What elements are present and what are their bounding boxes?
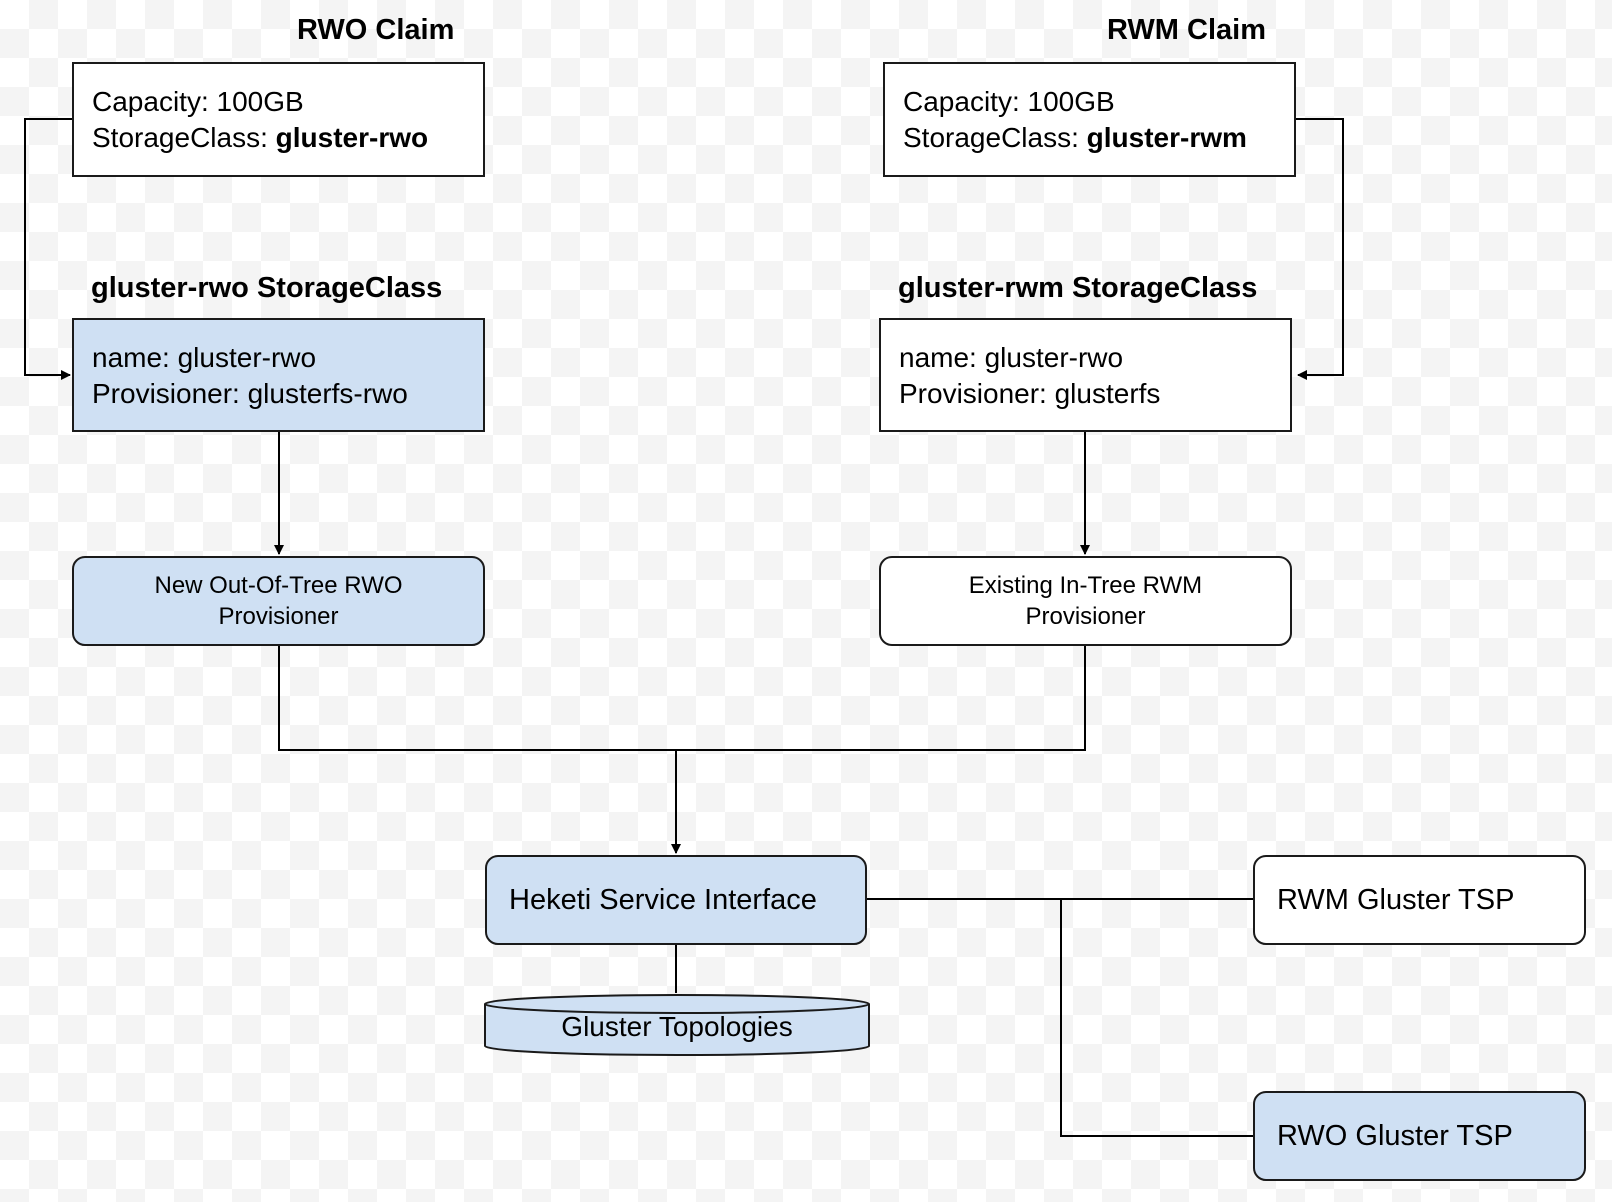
heketi-service-label: Heketi Service Interface [509,884,817,916]
rwm-provisioner-line1: Existing In-Tree RWM [968,572,1203,599]
connector-rwm-claim-to-storageclass [1296,118,1344,380]
rwm-storageclass-box: name: gluster-rwo Provisioner: glusterfs [879,318,1292,432]
rwm-storageclass-name: name: gluster-rwo [899,342,1124,373]
rwm-storageclass-provisioner: Provisioner: glusterfs [899,378,1161,409]
rwo-storageclass-title: gluster-rwo StorageClass [91,272,443,304]
rwo-provisioner-line1: New Out-Of-Tree RWO [154,572,403,599]
rwm-storageclass-title: gluster-rwm StorageClass [898,272,1258,304]
rwo-gluster-tsp-label: RWO Gluster TSP [1277,1120,1513,1152]
rwo-claim-storageclass: StorageClass: gluster-rwo [92,122,429,153]
rwm-claim-storageclass: StorageClass: gluster-rwm [903,122,1247,153]
rwm-provisioner-box: Existing In-Tree RWM Provisioner [879,556,1292,646]
rwo-storageclass-box: name: gluster-rwo Provisioner: glusterfs… [72,318,485,432]
gluster-topologies-label: Gluster Topologies [561,1011,793,1042]
connector-rwo-claim-to-storageclass [24,118,72,380]
rwo-storageclass-provisioner: Provisioner: glusterfs-rwo [92,378,408,409]
rwm-provisioner-line2: Provisioner [1025,603,1146,630]
connector-provisioners-merge [278,645,1086,751]
rwo-claim-box: Capacity: 100GB StorageClass: gluster-rw… [72,62,485,177]
rwo-claim-title: RWO Claim [297,14,455,46]
heketi-service-box: Heketi Service Interface [485,855,867,945]
rwm-gluster-tsp-label: RWM Gluster TSP [1277,884,1515,916]
rwo-gluster-tsp-box: RWO Gluster TSP [1253,1091,1586,1181]
rwm-claim-capacity: Capacity: 100GB [903,86,1115,117]
rwm-gluster-tsp-box: RWM Gluster TSP [1253,855,1586,945]
connector-heketi-to-tsps [867,898,1253,1137]
rwo-provisioner-box: New Out-Of-Tree RWO Provisioner [72,556,485,646]
rwo-storageclass-name: name: gluster-rwo [92,342,317,373]
gluster-topologies-cylinder [484,994,870,1056]
rwo-claim-capacity: Capacity: 100GB [92,86,304,117]
rwo-provisioner-line2: Provisioner [218,603,339,630]
rwm-claim-box: Capacity: 100GB StorageClass: gluster-rw… [883,62,1296,177]
rwm-claim-title: RWM Claim [1107,14,1266,46]
